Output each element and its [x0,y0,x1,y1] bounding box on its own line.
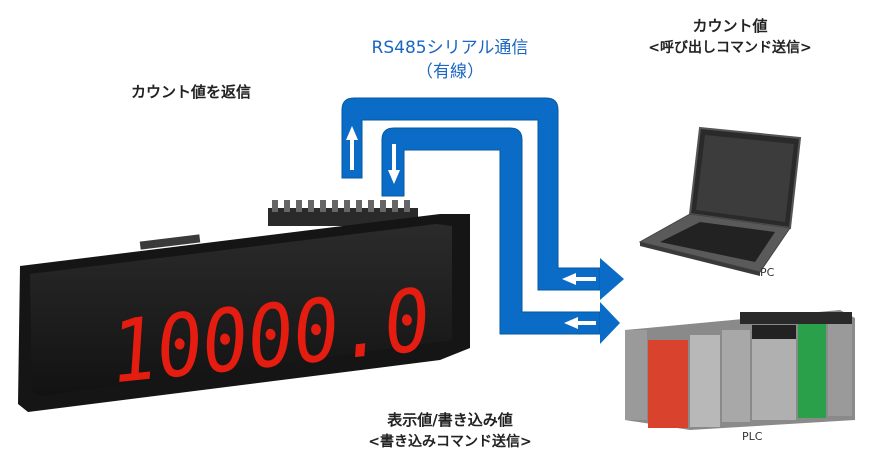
pc-label: PC [760,266,775,279]
bottom-title-label: 表示値/書き込み値 [387,411,513,429]
laptop-pc [638,126,802,276]
return-count-label: カウント値を返信 [130,83,251,101]
arrow-tip-bottom [600,302,620,344]
bottom-sub-label: <書き込みコマンド送信> [368,434,532,450]
plc-unit [625,310,855,430]
link-title-label: RS485シリアル通信 [371,38,529,58]
pc-sub-label: <呼び出しコマンド送信> [648,40,812,56]
pc-title-label: カウント値 [692,17,768,35]
counter-display-device [18,200,470,412]
plc-label: PLC [742,430,763,443]
arrow-tip-top [600,258,624,300]
arrow-heads [346,126,596,329]
link-sub-label: （有線） [416,62,484,82]
